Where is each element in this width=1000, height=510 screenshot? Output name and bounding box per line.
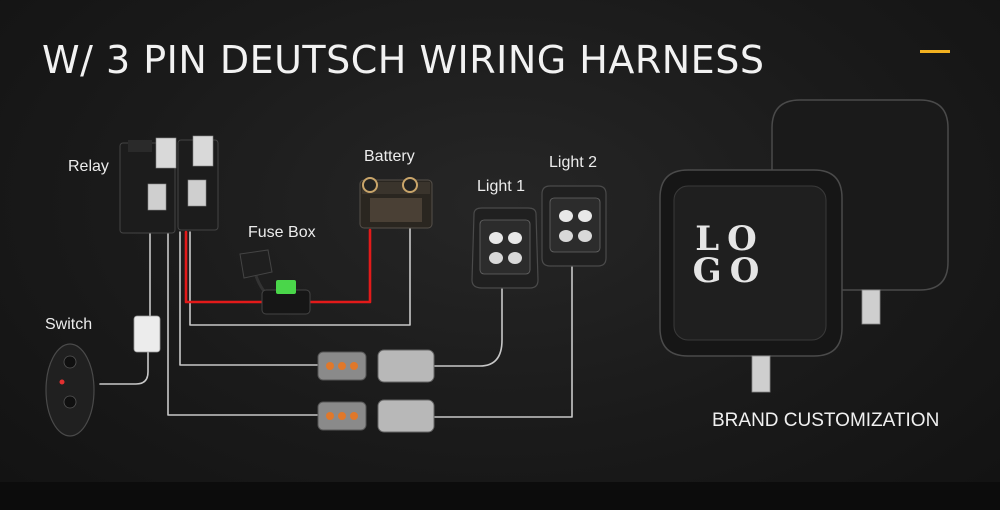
- fuse-blade: [276, 280, 296, 294]
- switch-label: Switch: [45, 316, 93, 333]
- rocker-switch: [45, 343, 95, 437]
- relay-to-fuse-positive-wire: [184, 230, 270, 304]
- light-2-led-4: [578, 230, 592, 242]
- logo-text-line-2: GO: [693, 251, 768, 291]
- brand-customization-caption: BRAND CUSTOMIZATION: [712, 410, 940, 431]
- light-1-led-1: [489, 232, 503, 244]
- switch-plug: [133, 315, 161, 353]
- relay-to-connector-2-wire: [167, 231, 319, 416]
- fuse-to-battery-positive-wire: [308, 228, 372, 304]
- light-1-lens: [479, 219, 531, 275]
- light-2: [541, 185, 607, 267]
- light-1-wire: [433, 285, 503, 367]
- brand-light-front-lens: [673, 185, 827, 341]
- relay-terminal-4: [187, 179, 207, 207]
- light-2-led-3: [559, 230, 573, 242]
- battery-label-panel: [370, 198, 422, 222]
- logo-text-line-1: LO: [695, 219, 765, 259]
- switch-led: [59, 379, 65, 385]
- light-1-led-2: [508, 232, 522, 244]
- brand-light-front: LO GO: [659, 169, 843, 393]
- deutsch-connector-pair-2: [317, 399, 435, 433]
- connector-1-pin-1: [326, 362, 334, 370]
- light-1: [471, 207, 539, 289]
- light-2-led-2: [578, 210, 592, 222]
- battery-label: Battery: [364, 148, 415, 165]
- connector-1-pin-2: [338, 362, 346, 370]
- relay-label: Relay: [68, 158, 109, 175]
- battery: [359, 177, 433, 229]
- deutsch-connector-pair-1: [317, 349, 435, 383]
- brand-light-back-stud: [861, 289, 881, 325]
- wires: [99, 227, 573, 418]
- light-2-led-1: [559, 210, 573, 222]
- light-2-label: Light 2: [549, 154, 598, 171]
- relay-terminal-2: [192, 135, 214, 167]
- fuse-box: [239, 249, 311, 315]
- brand-light-front-stud: [751, 355, 771, 393]
- light-1-led-4: [508, 252, 522, 264]
- relay-terminal-3: [147, 183, 167, 211]
- switch-button-bottom: [63, 395, 77, 409]
- light-1-label: Light 1: [477, 178, 526, 195]
- relay: [119, 135, 219, 234]
- battery-terminal-positive: [402, 177, 418, 193]
- light-1-led-3: [489, 252, 503, 264]
- bottom-strip: [0, 482, 1000, 510]
- relay-to-battery-ground-wire: [189, 227, 411, 326]
- page-title: W/ 3 PIN DEUTSCH WIRING HARNESS: [42, 38, 765, 82]
- relay-bracket: [128, 140, 152, 152]
- switch-button-top: [63, 355, 77, 369]
- fuse-box-cap: [239, 249, 273, 279]
- light-2-lens: [549, 197, 601, 253]
- light-2-wire: [433, 265, 573, 418]
- battery-terminal-negative: [362, 177, 378, 193]
- connector-2-pin-2: [338, 412, 346, 420]
- connector-2-pin-3: [350, 412, 358, 420]
- switch-plug-to-switch-wire: [99, 351, 149, 385]
- switch-body: [45, 343, 95, 437]
- relay-terminal-1: [155, 137, 177, 169]
- accent-bar: [920, 50, 950, 53]
- connector-1-male: [377, 349, 435, 383]
- relay-to-connector-1-wire: [179, 231, 319, 366]
- switch-plug-body: [133, 315, 161, 353]
- connector-2-pin-1: [326, 412, 334, 420]
- connector-2-male: [377, 399, 435, 433]
- fuse-box-label: Fuse Box: [248, 224, 316, 241]
- connector-1-pin-3: [350, 362, 358, 370]
